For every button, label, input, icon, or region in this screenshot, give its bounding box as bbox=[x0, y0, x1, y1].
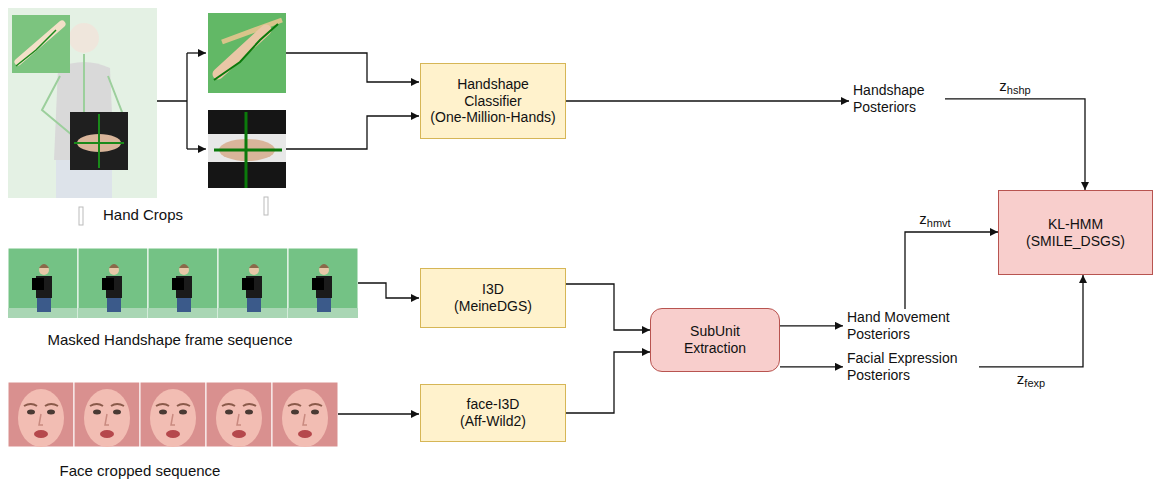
faces-arrow bbox=[338, 413, 419, 414]
face-frame bbox=[206, 382, 272, 447]
image-caption: Masked Handshape frame sequence bbox=[45, 331, 294, 348]
output-text: Hand Movement Posteriors bbox=[843, 309, 979, 343]
masked-frame-sequence bbox=[8, 248, 358, 318]
face-frame bbox=[8, 382, 74, 447]
head-figure bbox=[69, 23, 99, 53]
crop-arrow bbox=[187, 52, 206, 53]
model-box: KL-HMM (SMILE_DSGS) bbox=[998, 190, 1153, 275]
hand-crop-bottom bbox=[208, 110, 286, 188]
crop-ground bbox=[208, 13, 286, 93]
latent-variable: zhshp bbox=[997, 76, 1032, 97]
flow-arrow bbox=[945, 99, 1085, 190]
skeleton-lines bbox=[16, 30, 56, 66]
flow-arrow bbox=[905, 232, 998, 309]
split-line bbox=[157, 53, 187, 149]
face-sequence bbox=[8, 382, 338, 447]
video-frame bbox=[78, 248, 148, 318]
node-label: face-I3D (Aff-Wild2) bbox=[421, 396, 565, 430]
video-frame bbox=[8, 248, 78, 318]
flow-arrow bbox=[566, 284, 650, 330]
skeleton-lines bbox=[214, 112, 282, 188]
crop-arrow bbox=[187, 148, 206, 149]
node-label: Facial Expression Posteriors bbox=[847, 350, 975, 384]
face-frame bbox=[74, 382, 140, 447]
node-label: Hand Movement Posteriors bbox=[847, 309, 975, 343]
flow-arrow bbox=[979, 275, 1083, 367]
node-label: I3D (MeineDGS) bbox=[421, 281, 565, 315]
skeleton-lines bbox=[214, 24, 278, 80]
output-text: Facial Expression Posteriors bbox=[843, 350, 979, 384]
flow-arrow bbox=[780, 366, 843, 367]
hand-inset bbox=[70, 112, 128, 170]
crop-arrow bbox=[286, 116, 419, 149]
frames-arrow bbox=[358, 283, 419, 298]
output-text: Handshape Posteriors bbox=[849, 82, 945, 116]
hand-crop-top bbox=[208, 13, 286, 93]
signer-photo bbox=[8, 8, 157, 198]
face-frame bbox=[272, 382, 338, 447]
node-label: Handshape Classifier (One-Million-Hands) bbox=[421, 76, 565, 126]
model-box: face-I3D (Aff-Wild2) bbox=[420, 384, 566, 442]
image-caption: Hand Crops bbox=[101, 206, 185, 223]
scroll-marker bbox=[79, 207, 83, 225]
crop-ground bbox=[208, 110, 286, 188]
model-box: I3D (MeineDGS) bbox=[420, 268, 566, 328]
scroll-marker bbox=[264, 197, 268, 215]
node-label: Handshape Posteriors bbox=[853, 82, 941, 116]
process-box: SubUnit Extraction bbox=[650, 308, 780, 372]
skeleton-lines bbox=[74, 114, 124, 168]
crop-arrow bbox=[286, 53, 419, 82]
hand-inset bbox=[12, 15, 70, 73]
node-label: KL-HMM (SMILE_DSGS) bbox=[999, 216, 1152, 250]
video-frame bbox=[218, 248, 288, 318]
flow-arrow bbox=[780, 325, 843, 326]
video-frame bbox=[288, 248, 358, 318]
face-frame bbox=[140, 382, 206, 447]
flow-arrow bbox=[566, 100, 849, 101]
photo-ground bbox=[8, 8, 157, 198]
node-label: SubUnit Extraction bbox=[651, 323, 779, 357]
image-arrows bbox=[157, 53, 419, 414]
flow-arrow bbox=[566, 352, 650, 413]
latent-variable: zhmvt bbox=[917, 209, 952, 230]
image-caption: Face cropped sequence bbox=[58, 462, 223, 479]
model-box: Handshape Classifier (One-Million-Hands) bbox=[420, 63, 566, 139]
video-frame bbox=[148, 248, 218, 318]
hand-figure bbox=[218, 30, 266, 74]
latent-variable: zfexp bbox=[1015, 369, 1047, 390]
